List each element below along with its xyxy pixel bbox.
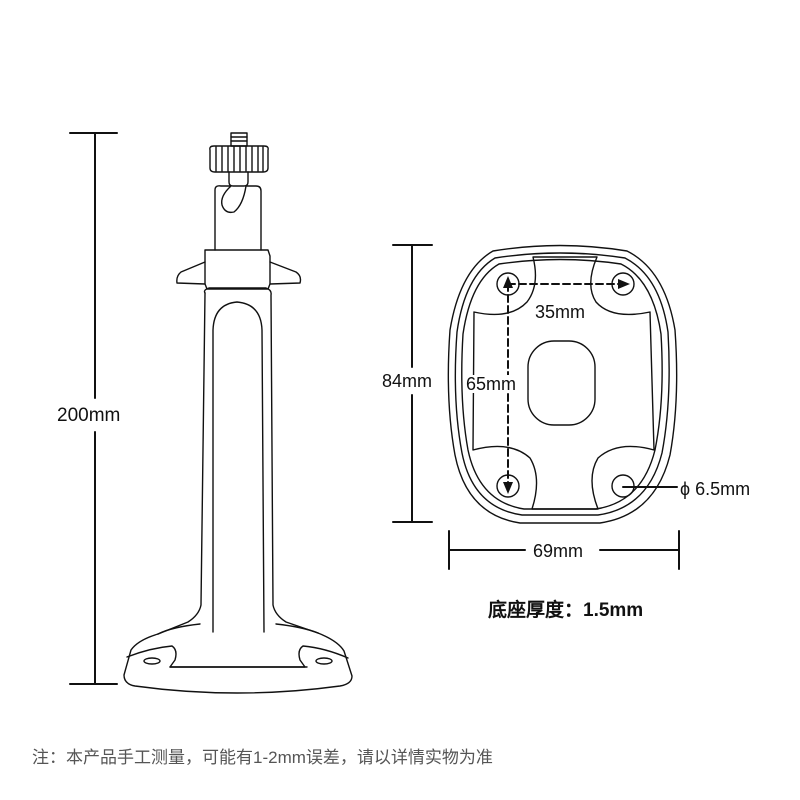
- height-dimension-line-84: [392, 244, 433, 523]
- height-label-200mm: 200mm: [55, 405, 123, 426]
- base-thickness-label: 底座厚度：1.5mm: [488, 600, 644, 621]
- width-dimension-line-69: [448, 530, 680, 570]
- base-hole-right-icon: [315, 657, 333, 665]
- knurled-knob-icon: [209, 145, 269, 173]
- hole-spacing-vertical-label: 65mm: [466, 374, 517, 394]
- mount-screw-icon: [230, 132, 248, 147]
- center-opening-icon: [527, 340, 596, 426]
- arrow-right-icon: [618, 279, 630, 289]
- bracket-side-view: [123, 132, 353, 694]
- base-plate-view: [447, 244, 678, 524]
- measurement-footnote: 注：本产品手工测量，可能有1-2mm误差，请以详情实物为准: [32, 748, 493, 767]
- hole-spacing-horizontal-label: 35mm: [535, 302, 586, 322]
- height-dimension-line-200: [69, 132, 118, 685]
- height-label-84mm: 84mm: [382, 371, 433, 391]
- hole-diameter-label: ϕ 6.5mm: [680, 479, 751, 499]
- base-hole-left-icon: [143, 657, 161, 665]
- arrow-up-icon: [503, 276, 513, 288]
- arrow-down-icon: [503, 482, 513, 494]
- width-label-69mm: 69mm: [533, 541, 584, 561]
